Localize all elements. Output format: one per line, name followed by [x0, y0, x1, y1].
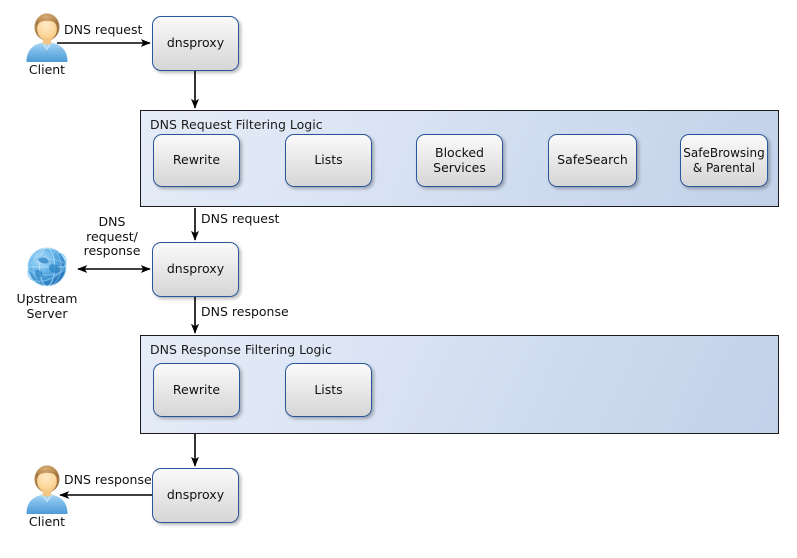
actor-client-bottom: Client: [14, 464, 80, 530]
node-request-rewrite[interactable]: Rewrite: [153, 134, 240, 187]
node-label-line2: Services: [433, 159, 486, 175]
node-request-safesearch[interactable]: SafeSearch: [548, 134, 637, 187]
edge-label-upstream-exchange: DNS request/ response: [83, 214, 141, 258]
node-label: Lists: [314, 152, 343, 168]
node-label: SafeSearch: [557, 152, 628, 168]
user-icon: [14, 464, 80, 514]
node-request-blocked-services[interactable]: Blocked Services: [416, 134, 503, 187]
edge-label-proxy-to-request-logic: DNS request: [201, 211, 280, 226]
node-label: Lists: [314, 381, 343, 397]
node-dnsproxy-bottom[interactable]: dnsproxy: [152, 468, 239, 523]
edge-label-proxy-to-client: DNS response: [64, 472, 152, 487]
edge-label-proxy-to-response-logic: DNS response: [201, 304, 289, 319]
node-label: Rewrite: [172, 381, 221, 397]
edge-label-client-to-proxy: DNS request: [64, 22, 143, 37]
actor-caption: Upstream Server: [16, 291, 78, 321]
actor-caption: Client: [28, 514, 66, 529]
group-dns-response-filtering-logic: DNS Response Filtering Logic: [140, 335, 779, 434]
node-response-lists[interactable]: Lists: [285, 363, 372, 417]
node-dnsproxy-middle[interactable]: dnsproxy: [152, 242, 239, 297]
actor-client-top: Client: [14, 12, 80, 78]
user-icon: [14, 12, 80, 62]
node-label: Rewrite: [172, 152, 221, 168]
node-label: dnsproxy: [166, 487, 225, 503]
actor-caption: Client: [28, 62, 66, 77]
node-label: dnsproxy: [166, 35, 225, 51]
group-title: DNS Request Filtering Logic: [150, 117, 323, 132]
actor-upstream-server: Upstream Server: [14, 243, 80, 321]
globe-icon: [14, 243, 80, 291]
node-label-line1: SafeBrowsing: [683, 146, 765, 161]
node-label-line1: Blocked: [435, 144, 484, 160]
node-request-lists[interactable]: Lists: [285, 134, 372, 187]
node-dnsproxy-top[interactable]: dnsproxy: [152, 16, 239, 71]
group-title: DNS Response Filtering Logic: [150, 342, 332, 357]
node-request-safebrowsing-parental[interactable]: SafeBrowsing & Parental: [680, 134, 768, 187]
node-label-line2: & Parental: [692, 160, 756, 175]
node-label: dnsproxy: [166, 261, 225, 277]
node-response-rewrite[interactable]: Rewrite: [153, 363, 240, 417]
